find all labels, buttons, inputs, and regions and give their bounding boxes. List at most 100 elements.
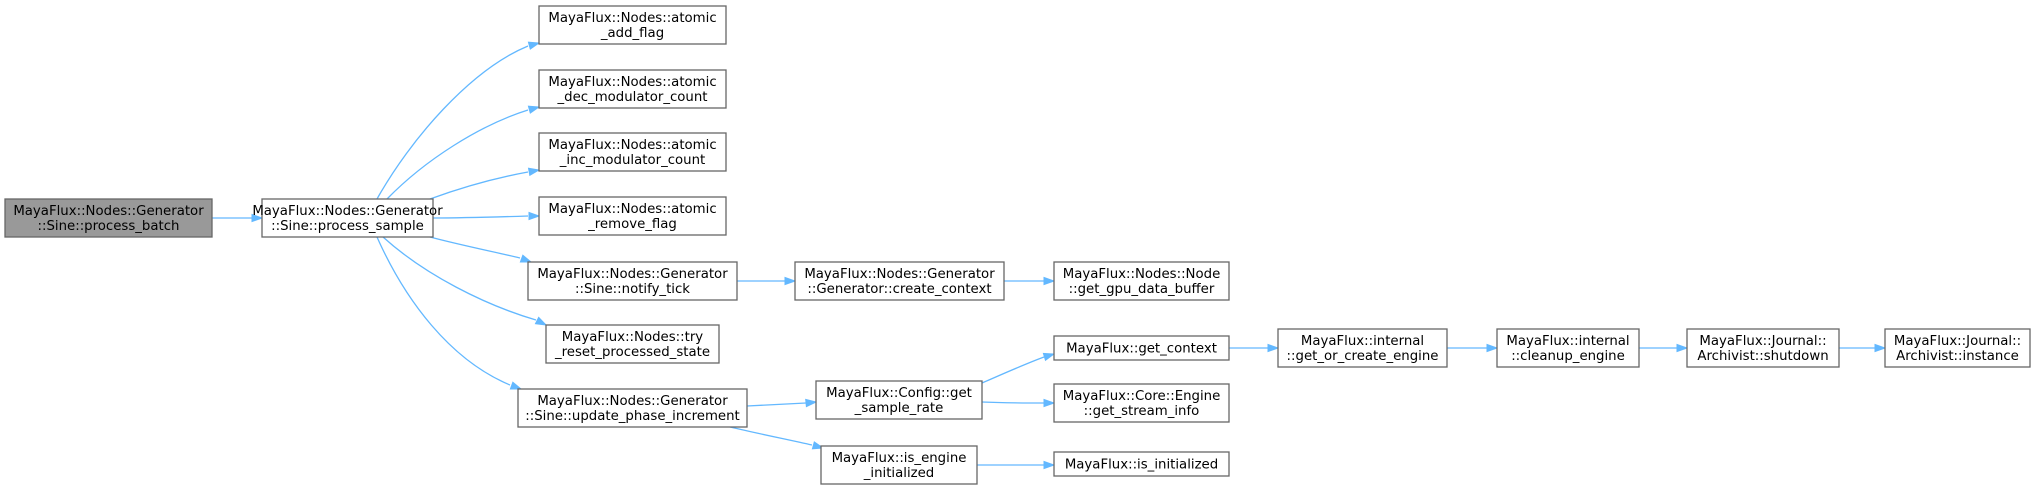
node-shutdown[interactable]: MayaFlux::Journal::Archivist::shutdown	[1686, 328, 1840, 368]
node-label-line: MayaFlux::Nodes::atomic	[548, 202, 716, 217]
edge-line	[729, 426, 813, 446]
node-box	[1496, 328, 1640, 368]
edge-line	[382, 236, 537, 321]
edge-process_sample-to-try_reset	[382, 236, 548, 326]
node-label-line: ::cleanup_engine	[1511, 349, 1625, 364]
arrow-head-icon	[1043, 276, 1056, 286]
node-process-batch: MayaFlux::Nodes::Generator::Sine::proces…	[4, 198, 213, 238]
node-box	[261, 198, 434, 238]
node-box	[1277, 328, 1448, 368]
node-box	[1686, 328, 1840, 368]
edge-line	[981, 401, 1045, 404]
node-label-line: MayaFlux::is_engine	[832, 451, 967, 466]
edge-process_sample-to-notify_tick	[429, 236, 533, 263]
node-stream-info[interactable]: MayaFlux::Core::Engine::get_stream_info	[1053, 383, 1230, 423]
edge-cleanup-to-shutdown	[1639, 343, 1689, 353]
node-label-line: _dec_modulator_count	[556, 90, 707, 105]
node-get-context[interactable]: MayaFlux::get_context	[1053, 335, 1230, 361]
edge-line	[746, 402, 807, 407]
node-label-line: MayaFlux::Config::get	[826, 386, 972, 401]
node-box	[527, 261, 738, 301]
edge-get_sample_rate-to-stream_info	[981, 398, 1056, 408]
node-box	[1053, 261, 1230, 301]
node-label-line: ::Sine::update_phase_increment	[525, 409, 740, 424]
edge-process_sample-to-atomic_dec	[386, 105, 541, 200]
edges-layer	[212, 41, 1887, 470]
arrow-head-icon	[1043, 398, 1056, 408]
arrow-head-icon	[1874, 343, 1887, 353]
node-box	[1884, 328, 2031, 368]
edge-get_sample_rate-to-get_context	[981, 352, 1056, 384]
node-update-phase[interactable]: MayaFlux::Nodes::Generator::Sine::update…	[517, 388, 748, 428]
node-label-line: _inc_modulator_count	[559, 153, 706, 168]
arrow-head-icon	[509, 381, 523, 390]
node-box	[517, 388, 748, 428]
node-box	[538, 69, 727, 109]
node-gpu-buffer[interactable]: MayaFlux::Nodes::Node::get_gpu_data_buff…	[1053, 261, 1230, 301]
arrow-head-icon	[527, 167, 541, 177]
node-box	[794, 261, 1005, 301]
node-box	[538, 5, 727, 45]
edge-get_context-to-get_or_create	[1229, 343, 1280, 353]
node-cleanup[interactable]: MayaFlux::internal::cleanup_engine	[1496, 328, 1640, 368]
node-label-line: ::Sine::process_sample	[271, 219, 424, 234]
node-box	[4, 198, 213, 238]
arrow-head-icon	[527, 41, 541, 50]
node-try-reset[interactable]: MayaFlux::Nodes::try_reset_processed_sta…	[545, 324, 720, 364]
node-label-line: MayaFlux::Nodes::Generator	[537, 267, 728, 282]
node-label-line: MayaFlux::Journal::	[1894, 334, 2021, 349]
node-atomic-add-flag[interactable]: MayaFlux::Nodes::atomic_add_flag	[538, 5, 727, 45]
edge-line	[376, 236, 511, 386]
node-label-line: MayaFlux::Journal::	[1699, 334, 1826, 349]
node-is-engine-init[interactable]: MayaFlux::is_engine_initialized	[820, 445, 978, 485]
node-get-or-create[interactable]: MayaFlux::internal::get_or_create_engine	[1277, 328, 1448, 368]
edge-process_batch-to-process_sample	[212, 213, 264, 223]
node-box	[538, 196, 727, 236]
node-label-line: Archivist::shutdown	[1697, 349, 1828, 364]
node-atomic-dec[interactable]: MayaFlux::Nodes::atomic_dec_modulator_co…	[538, 69, 727, 109]
node-is-initialized[interactable]: MayaFlux::is_initialized	[1053, 451, 1230, 477]
node-label-line: Archivist::instance	[1896, 349, 2019, 364]
node-label-line: MayaFlux::get_context	[1066, 342, 1217, 357]
edge-shutdown-to-instance	[1839, 343, 1887, 353]
nodes-layer: MayaFlux::Nodes::Generator::Sine::proces…	[4, 5, 2031, 485]
edge-line	[376, 45, 529, 200]
node-create-context[interactable]: MayaFlux::Nodes::Generator::Generator::c…	[794, 261, 1005, 301]
node-process-sample[interactable]: MayaFlux::Nodes::Generator::Sine::proces…	[252, 198, 443, 238]
node-box	[1053, 335, 1230, 361]
node-get-sample-rate[interactable]: MayaFlux::Config::get_sample_rate	[815, 380, 983, 420]
edge-line	[432, 215, 529, 219]
node-atomic-inc[interactable]: MayaFlux::Nodes::atomic_inc_modulator_co…	[538, 132, 727, 172]
node-label-line: _sample_rate	[854, 401, 944, 416]
edge-line	[429, 171, 529, 200]
node-label-line: MayaFlux::Nodes::Node	[1063, 267, 1221, 282]
node-atomic-remove[interactable]: MayaFlux::Nodes::atomic_remove_flag	[538, 196, 727, 236]
node-label-line: MayaFlux::Nodes::atomic	[548, 75, 716, 90]
edge-update_phase-to-get_sample_rate	[746, 398, 818, 408]
node-box	[538, 132, 727, 172]
node-box	[1053, 383, 1230, 423]
node-label-line: _remove_flag	[587, 217, 677, 232]
node-instance[interactable]: MayaFlux::Journal::Archivist::instance	[1884, 328, 2031, 368]
arrow-head-icon	[251, 213, 264, 223]
node-box	[545, 324, 720, 364]
edge-process_sample-to-update_phase	[376, 236, 523, 390]
node-label-line: MayaFlux::Nodes::try	[562, 330, 704, 345]
arrow-head-icon	[1042, 352, 1056, 362]
node-label-line: _initialized	[863, 466, 935, 481]
node-box	[815, 380, 983, 420]
edge-process_sample-to-atomic_remove	[432, 211, 541, 221]
arrow-head-icon	[1486, 343, 1499, 353]
node-label-line: MayaFlux::is_initialized	[1065, 458, 1218, 473]
edge-line	[981, 356, 1045, 384]
node-notify-tick[interactable]: MayaFlux::Nodes::Generator::Sine::notify…	[527, 261, 738, 301]
arrow-head-icon	[528, 211, 541, 221]
node-label-line: ::Sine::process_batch	[38, 219, 180, 234]
edge-line	[429, 236, 521, 259]
node-label-line: MayaFlux::Nodes::atomic	[548, 138, 716, 153]
arrow-head-icon	[534, 316, 548, 326]
node-label-line: MayaFlux::Nodes::Generator	[804, 267, 995, 282]
node-label-line: MayaFlux::internal	[1506, 334, 1629, 349]
edge-update_phase-to-is_engine_init	[729, 426, 825, 450]
